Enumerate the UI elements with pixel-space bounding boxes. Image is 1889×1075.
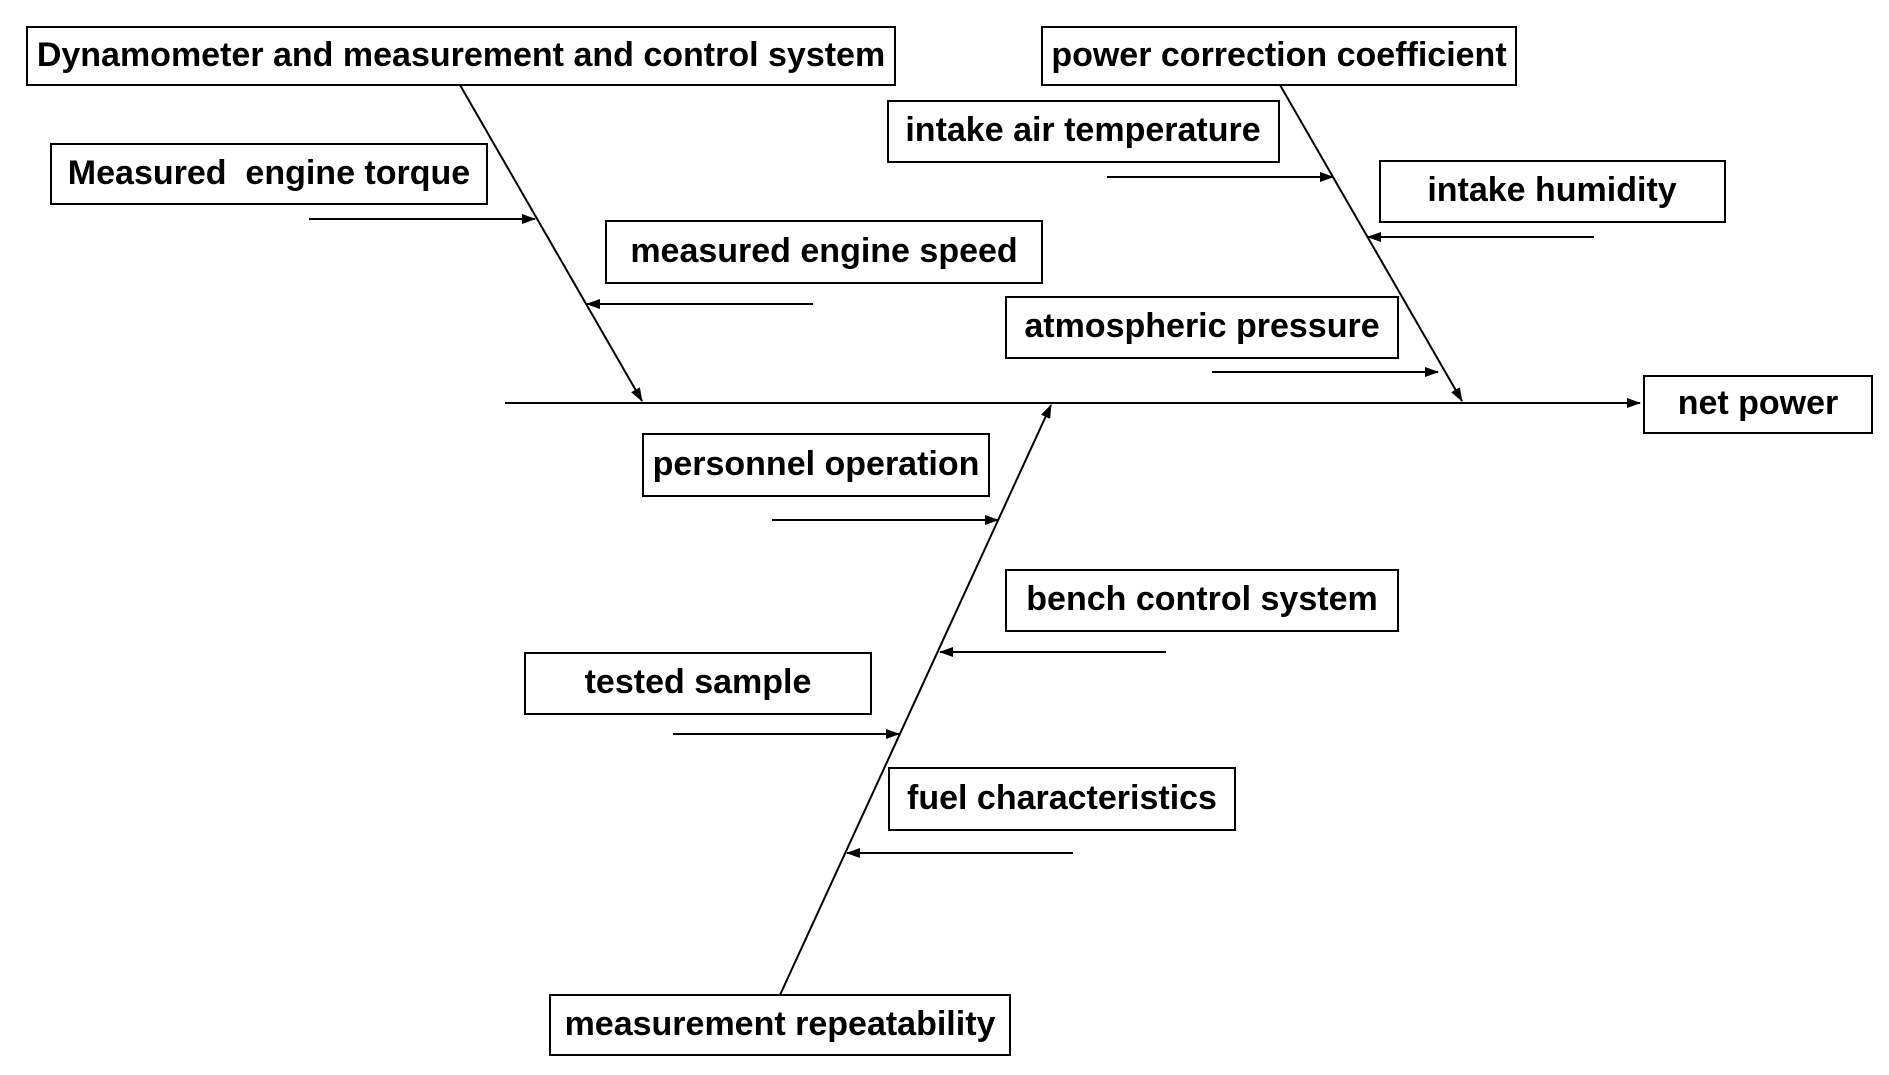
cause-label: bench control system [1026, 580, 1377, 618]
cause-label: intake air temperature [905, 111, 1260, 149]
cause-tested-sample: tested sample [524, 652, 872, 715]
branch-measurement-repeatability [779, 404, 1052, 996]
effect-box: net power [1643, 375, 1873, 434]
cause-intake-air-temperature: intake air temperature [887, 100, 1280, 163]
cause-intake-humidity: intake humidity [1379, 160, 1726, 223]
cause-label: tested sample [585, 663, 812, 701]
cause-label: intake humidity [1427, 171, 1676, 209]
cause-measured-engine-speed: measured engine speed [605, 220, 1043, 284]
effect-label: net power [1678, 384, 1839, 422]
cause-measured-engine-torque: Measured engine torque [50, 143, 488, 205]
cause-bench-control-system: bench control system [1005, 569, 1399, 632]
cause-group-dynamometer: Dynamometer and measurement and control … [26, 26, 896, 86]
branch-power-correction [1279, 84, 1463, 402]
cause-group-power-correction: power correction coefficient [1041, 26, 1517, 86]
cause-label: measured engine speed [630, 232, 1017, 270]
cause-group-measurement-repeatability: measurement repeatability [549, 994, 1011, 1056]
branch-dynamometer [459, 84, 643, 402]
cause-group-label: power correction coefficient [1051, 36, 1506, 74]
cause-atmospheric-pressure: atmospheric pressure [1005, 296, 1399, 359]
cause-personnel-operation: personnel operation [642, 433, 990, 497]
cause-fuel-characteristics: fuel characteristics [888, 767, 1236, 831]
cause-label: fuel characteristics [907, 779, 1217, 817]
cause-group-label: measurement repeatability [565, 1005, 996, 1043]
cause-group-label: Dynamometer and measurement and control … [37, 36, 885, 74]
cause-label: atmospheric pressure [1024, 307, 1379, 345]
cause-label: personnel operation [653, 445, 980, 483]
cause-label: Measured engine torque [68, 154, 470, 192]
